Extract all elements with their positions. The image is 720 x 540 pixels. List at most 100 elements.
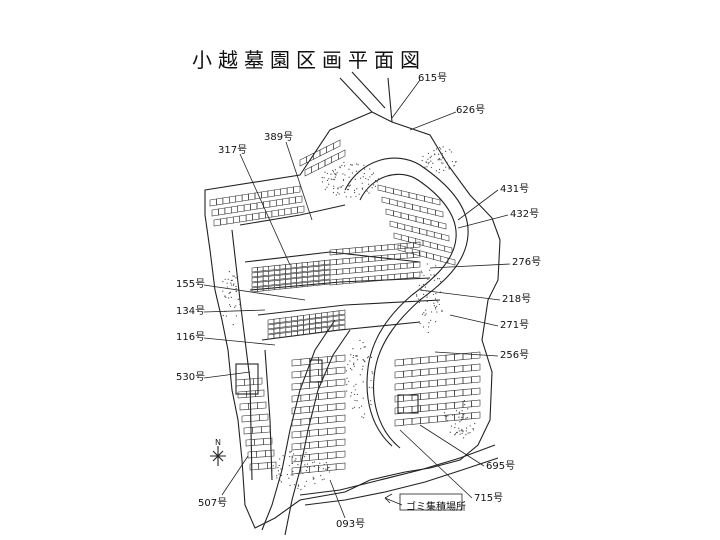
- grave-plot: [279, 269, 286, 275]
- planting-dot: [229, 305, 232, 307]
- planting-dot: [461, 410, 463, 412]
- grave-plot: [437, 243, 446, 252]
- plot-row-se-5: [394, 411, 481, 427]
- grave-plot: [300, 430, 310, 438]
- grave-plot: [462, 364, 472, 372]
- grave-plot: [239, 214, 247, 223]
- planting-dot: [415, 294, 418, 296]
- planting-dot: [430, 166, 433, 169]
- planting-dot: [293, 484, 295, 486]
- planting-dot: [426, 166, 428, 168]
- south-road: [299, 444, 496, 496]
- planting-dot: [288, 464, 290, 467]
- planting-dot: [420, 270, 422, 272]
- planting-dot: [353, 406, 356, 408]
- grave-plot: [226, 216, 234, 225]
- grave-plot: [368, 265, 376, 272]
- grave-plot: [228, 195, 237, 204]
- grave-plot: [441, 233, 450, 242]
- grave-plot: [263, 200, 271, 209]
- planting-dot: [348, 185, 350, 187]
- grave-plot: [332, 320, 340, 326]
- planting-dot: [367, 356, 370, 358]
- grave-plot: [262, 270, 270, 277]
- grave-plot: [389, 220, 398, 229]
- planting-dot: [230, 296, 232, 298]
- leader-695: [419, 424, 485, 467]
- planting-dot: [451, 160, 454, 163]
- planting-dot: [230, 284, 233, 286]
- planting-dot: [438, 171, 440, 174]
- grave-plot: [338, 319, 346, 326]
- grave-plot: [471, 399, 481, 408]
- planting-dot: [326, 179, 328, 181]
- plot-row-w-1: [237, 389, 265, 399]
- planting-dot: [363, 172, 365, 175]
- grave-plot: [252, 212, 260, 221]
- grave-plot: [297, 325, 304, 331]
- grave-plot: [327, 403, 337, 411]
- planting-dot: [355, 383, 357, 385]
- plot-row-se-1: [394, 363, 481, 379]
- planting-dot: [458, 430, 460, 432]
- planting-dot: [222, 314, 224, 317]
- planting-dot: [426, 296, 428, 298]
- planting-dot: [276, 477, 278, 479]
- grave-plot: [327, 367, 337, 375]
- planting-dot: [231, 279, 233, 281]
- planting-dot: [321, 181, 324, 183]
- grave-plot: [303, 324, 310, 330]
- grave-plot: [273, 279, 281, 286]
- planting-dot: [367, 183, 370, 185]
- grave-plot: [342, 267, 350, 275]
- planting-dot: [453, 165, 455, 167]
- planting-dot: [289, 455, 291, 458]
- grave-plot: [419, 228, 428, 236]
- planting-dot: [418, 298, 420, 300]
- planting-dot: [325, 468, 327, 470]
- grave-plot: [437, 366, 447, 375]
- planting-dot: [346, 377, 348, 379]
- planting-dot: [353, 189, 356, 191]
- grave-plot: [428, 367, 438, 376]
- grave-plot: [273, 269, 281, 276]
- grave-plot: [252, 426, 262, 434]
- planting-dot: [371, 187, 373, 189]
- planting-dot: [351, 369, 353, 371]
- avenue-3: [257, 299, 441, 316]
- plot-label-317: 317号: [218, 145, 248, 156]
- planting-dot: [450, 151, 453, 153]
- planting-dot: [335, 194, 337, 196]
- planting-dot: [362, 176, 364, 178]
- grave-plot: [285, 316, 292, 323]
- planting-dot: [458, 416, 460, 418]
- planting-dot: [436, 300, 438, 302]
- grave-plot: [336, 258, 344, 265]
- grave-plot: [393, 263, 402, 270]
- leader-715: [399, 429, 473, 499]
- planting-dot: [370, 379, 372, 382]
- planting-dot: [426, 300, 428, 303]
- planting-dot: [467, 432, 469, 434]
- grave-plot: [258, 211, 266, 220]
- plot-row-n-1: [299, 139, 341, 167]
- grave-plot: [411, 369, 421, 377]
- planting-dot: [232, 275, 234, 277]
- grave-plot: [318, 428, 328, 436]
- plot-label-389: 389号: [264, 132, 294, 143]
- grave-plot: [406, 262, 414, 269]
- planting-dot: [349, 360, 351, 362]
- grave-plot: [232, 215, 241, 224]
- planting-dot: [355, 163, 358, 165]
- plot-row-w-2: [239, 401, 267, 411]
- grave-plot: [413, 261, 421, 268]
- planting-dot: [233, 275, 235, 277]
- grave-plot: [321, 311, 328, 318]
- grave-plot: [250, 414, 260, 422]
- grave-plot: [218, 207, 226, 216]
- grave-plot: [303, 319, 310, 325]
- planting-dot: [348, 176, 350, 178]
- planting-dot: [469, 431, 471, 434]
- planting-area-mid: [345, 339, 374, 419]
- grave-plot: [445, 378, 455, 386]
